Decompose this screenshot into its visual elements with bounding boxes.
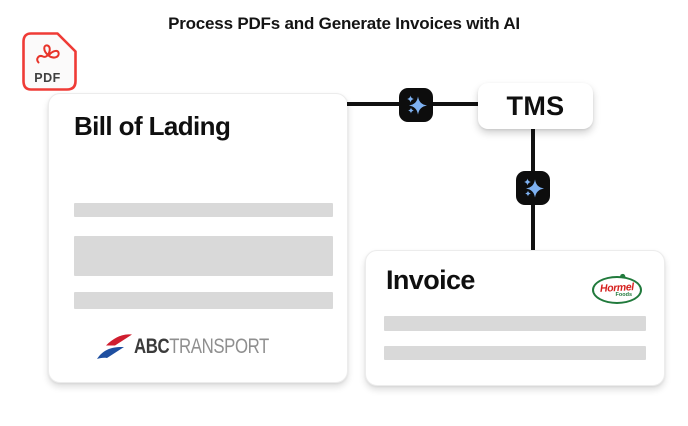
placeholder-text-bar xyxy=(384,316,646,331)
bill-of-lading-title: Bill of Lading xyxy=(74,111,231,141)
invoice-card: Invoice Hormel Foods xyxy=(365,250,665,386)
ai-sparkle-icon xyxy=(399,88,433,122)
page-title: Process PDFs and Generate Invoices with … xyxy=(168,14,520,33)
bill-of-lading-card: Bill of Lading ABC TRANSPORT xyxy=(48,93,348,383)
transport-text: TRANSPORT xyxy=(168,335,269,358)
abc-transport-logo: ABC TRANSPORT xyxy=(49,332,347,362)
invoice-title: Invoice xyxy=(386,265,475,295)
tms-node: TMS xyxy=(478,83,593,129)
ai-sparkle-icon xyxy=(516,171,550,205)
placeholder-text-bar xyxy=(74,203,333,217)
pdf-label: PDF xyxy=(34,71,61,85)
swoosh-icon xyxy=(96,334,132,359)
placeholder-text-bar xyxy=(384,346,646,360)
hormel-sub: Foods xyxy=(615,292,633,298)
hormel-name: Hormel xyxy=(599,280,635,295)
abc-transport-wordmark: ABC TRANSPORT xyxy=(134,335,269,359)
pdf-file-icon: PDF xyxy=(22,32,77,91)
pdf-file-shape-icon xyxy=(22,32,77,91)
abc-text: ABC xyxy=(133,335,170,358)
sparkle-glyph-icon xyxy=(407,95,427,115)
hormel-sprig-icon xyxy=(619,273,626,279)
tms-label: TMS xyxy=(506,90,565,121)
placeholder-text-bar xyxy=(74,292,333,309)
placeholder-text-bar xyxy=(74,236,333,276)
hormel-foods-logo: Hormel Foods xyxy=(592,273,642,304)
sparkle-glyph-icon xyxy=(524,178,544,198)
